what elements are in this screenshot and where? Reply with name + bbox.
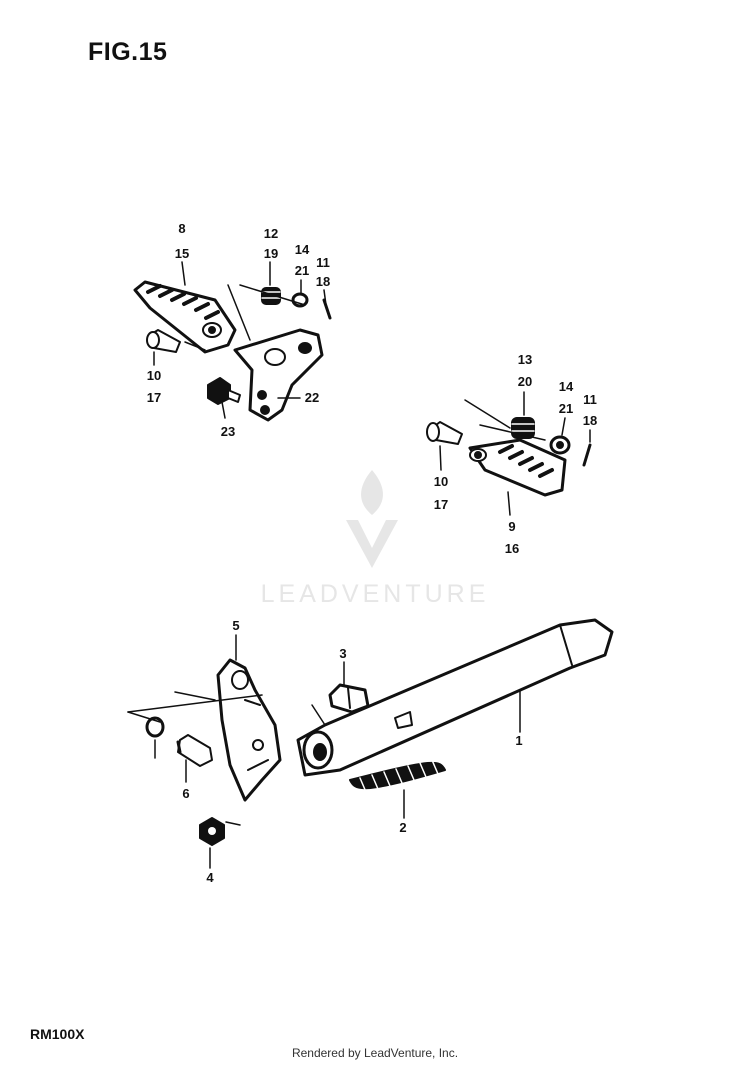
callout-3: 3 [339, 646, 346, 661]
left-footpeg-bracket [233, 328, 324, 422]
callout-5: 5 [232, 618, 239, 633]
callout-19: 19 [264, 246, 278, 261]
callout-15: 15 [175, 246, 189, 261]
callout-4: 4 [206, 870, 214, 885]
leader-lines [153, 261, 591, 869]
callout-1: 1 [515, 733, 522, 748]
callout-21-right: 21 [559, 401, 573, 416]
callout-20: 20 [518, 374, 532, 389]
rendered-by-footer: Rendered by LeadVenture, Inc. [291, 1046, 459, 1060]
callout-14-left: 14 [295, 242, 310, 257]
callout-10-right: 10 [434, 474, 448, 489]
right-washer [549, 435, 571, 455]
bracket-bolt-6 [176, 734, 213, 767]
watermark-text: LEADVENTURE [260, 580, 490, 608]
callout-8: 8 [178, 221, 185, 236]
callout-11-left: 11 [316, 255, 330, 270]
callout-11-right: 11 [583, 392, 597, 407]
side-stand-guide-lines [127, 691, 326, 826]
callout-21-left: 21 [295, 263, 309, 278]
left-footpeg [133, 280, 237, 354]
callout-18-left: 18 [316, 274, 330, 289]
callout-22: 22 [305, 390, 319, 405]
callout-17-left: 17 [147, 390, 161, 405]
callout-12: 12 [264, 226, 278, 241]
figure-title: FIG.15 [88, 38, 168, 66]
right-guide-lines [464, 399, 546, 441]
left-cotter-pin [322, 298, 332, 320]
callout-6: 6 [182, 786, 189, 801]
callout-17-right: 17 [434, 497, 448, 512]
watermark-flame-icon [361, 470, 383, 515]
side-stand-arm [296, 618, 614, 777]
right-footpeg-pin [426, 421, 463, 445]
callout-14-right: 14 [559, 379, 574, 394]
callout-13: 13 [518, 352, 532, 367]
callout-23: 23 [221, 424, 235, 439]
callout-9: 9 [508, 519, 515, 534]
side-stand-washer [145, 716, 165, 738]
callout-18-right: 18 [583, 413, 597, 428]
bracket-bolt [207, 377, 241, 405]
side-stand-bracket [216, 658, 282, 802]
right-footpeg [468, 438, 567, 497]
callout-10-left: 10 [147, 368, 161, 383]
left-guide-lines [184, 284, 306, 351]
watermark-v-icon [346, 520, 398, 568]
model-code: RM100X [30, 1026, 85, 1042]
left-footpeg-pin [146, 329, 181, 353]
side-stand-nut [199, 817, 225, 846]
right-cotter-pin [582, 443, 592, 467]
callout-16: 16 [505, 541, 519, 556]
callout-labels: 8 15 12 19 14 21 11 18 10 17 22 23 13 20… [147, 221, 597, 885]
callout-2: 2 [399, 820, 406, 835]
side-stand-spring [349, 759, 446, 793]
